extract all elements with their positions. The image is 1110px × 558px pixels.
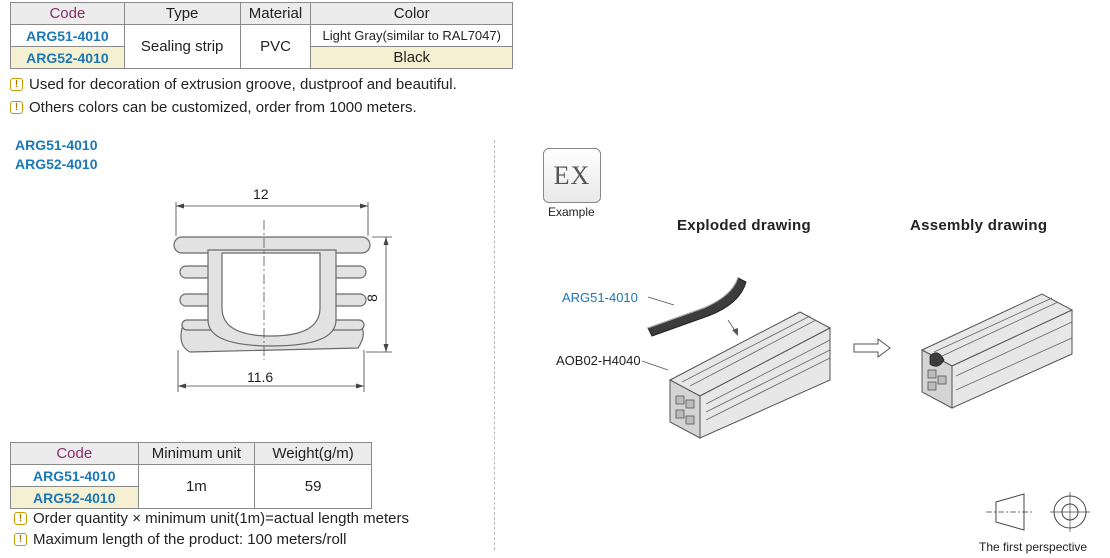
col-header-code: Code (10, 2, 125, 25)
warning-icon: ! (10, 101, 23, 114)
color-cell: Black (310, 46, 513, 69)
material-cell: PVC (239, 24, 312, 69)
strip-callout-label: ARG51-4010 (562, 290, 638, 305)
profile-cross-section-drawing (173, 202, 392, 392)
col-header-material: Material (239, 2, 312, 25)
type-cell: Sealing strip (123, 24, 241, 69)
dimension-top-width: 12 (253, 186, 269, 202)
first-angle-projection-icon (986, 492, 1090, 532)
example-badge: EX (543, 148, 601, 203)
color-cell: Light Gray(similar to RAL7047) (310, 24, 513, 47)
example-badge-label: Example (548, 205, 595, 219)
profile-callout-label: AOB02-H4040 (556, 353, 641, 368)
exploded-drawing-title: Exploded drawing (677, 217, 811, 234)
warning-icon: ! (10, 78, 23, 91)
order-table: Code Minimum unit Weight(g/m) ARG51-4010… (10, 442, 372, 509)
dimension-bottom-width: 11.6 (247, 369, 274, 385)
dimension-height: 8 (363, 294, 380, 302)
transition-arrow-icon (853, 338, 891, 358)
col-header-color: Color (310, 2, 513, 25)
note-colors: ! Others colors can be customized, order… (10, 99, 417, 116)
code-cell: ARG51-4010 (10, 464, 139, 487)
assembly-drawing-title: Assembly drawing (910, 217, 1048, 234)
warning-icon: ! (14, 512, 27, 525)
col-header-code: Code (10, 442, 139, 465)
weight-cell: 59 (254, 464, 372, 509)
code-cell: ARG52-4010 (10, 486, 139, 509)
code-cell: ARG51-4010 (10, 24, 125, 47)
warning-icon: ! (14, 533, 27, 546)
assembly-drawing (920, 293, 1074, 409)
note-usage: ! Used for decoration of extrusion groov… (10, 76, 457, 93)
code-cell: ARG52-4010 (10, 46, 125, 69)
note-order-quantity: ! Order quantity × minimum unit(1m)=actu… (14, 510, 409, 527)
drawing-code-2: ARG52-4010 (15, 156, 98, 172)
col-header-type: Type (123, 2, 241, 25)
section-divider (494, 140, 495, 550)
col-header-weight: Weight(g/m) (254, 442, 372, 465)
min-unit-cell: 1m (137, 464, 256, 509)
drawing-code-1: ARG51-4010 (15, 137, 98, 153)
spec-table: Code Type Material Color ARG51-4010 Seal… (10, 2, 513, 69)
exploded-drawing (641, 277, 832, 439)
col-header-min-unit: Minimum unit (137, 442, 256, 465)
perspective-label: The first perspective (979, 540, 1088, 554)
note-max-length: ! Maximum length of the product: 100 met… (14, 531, 346, 548)
